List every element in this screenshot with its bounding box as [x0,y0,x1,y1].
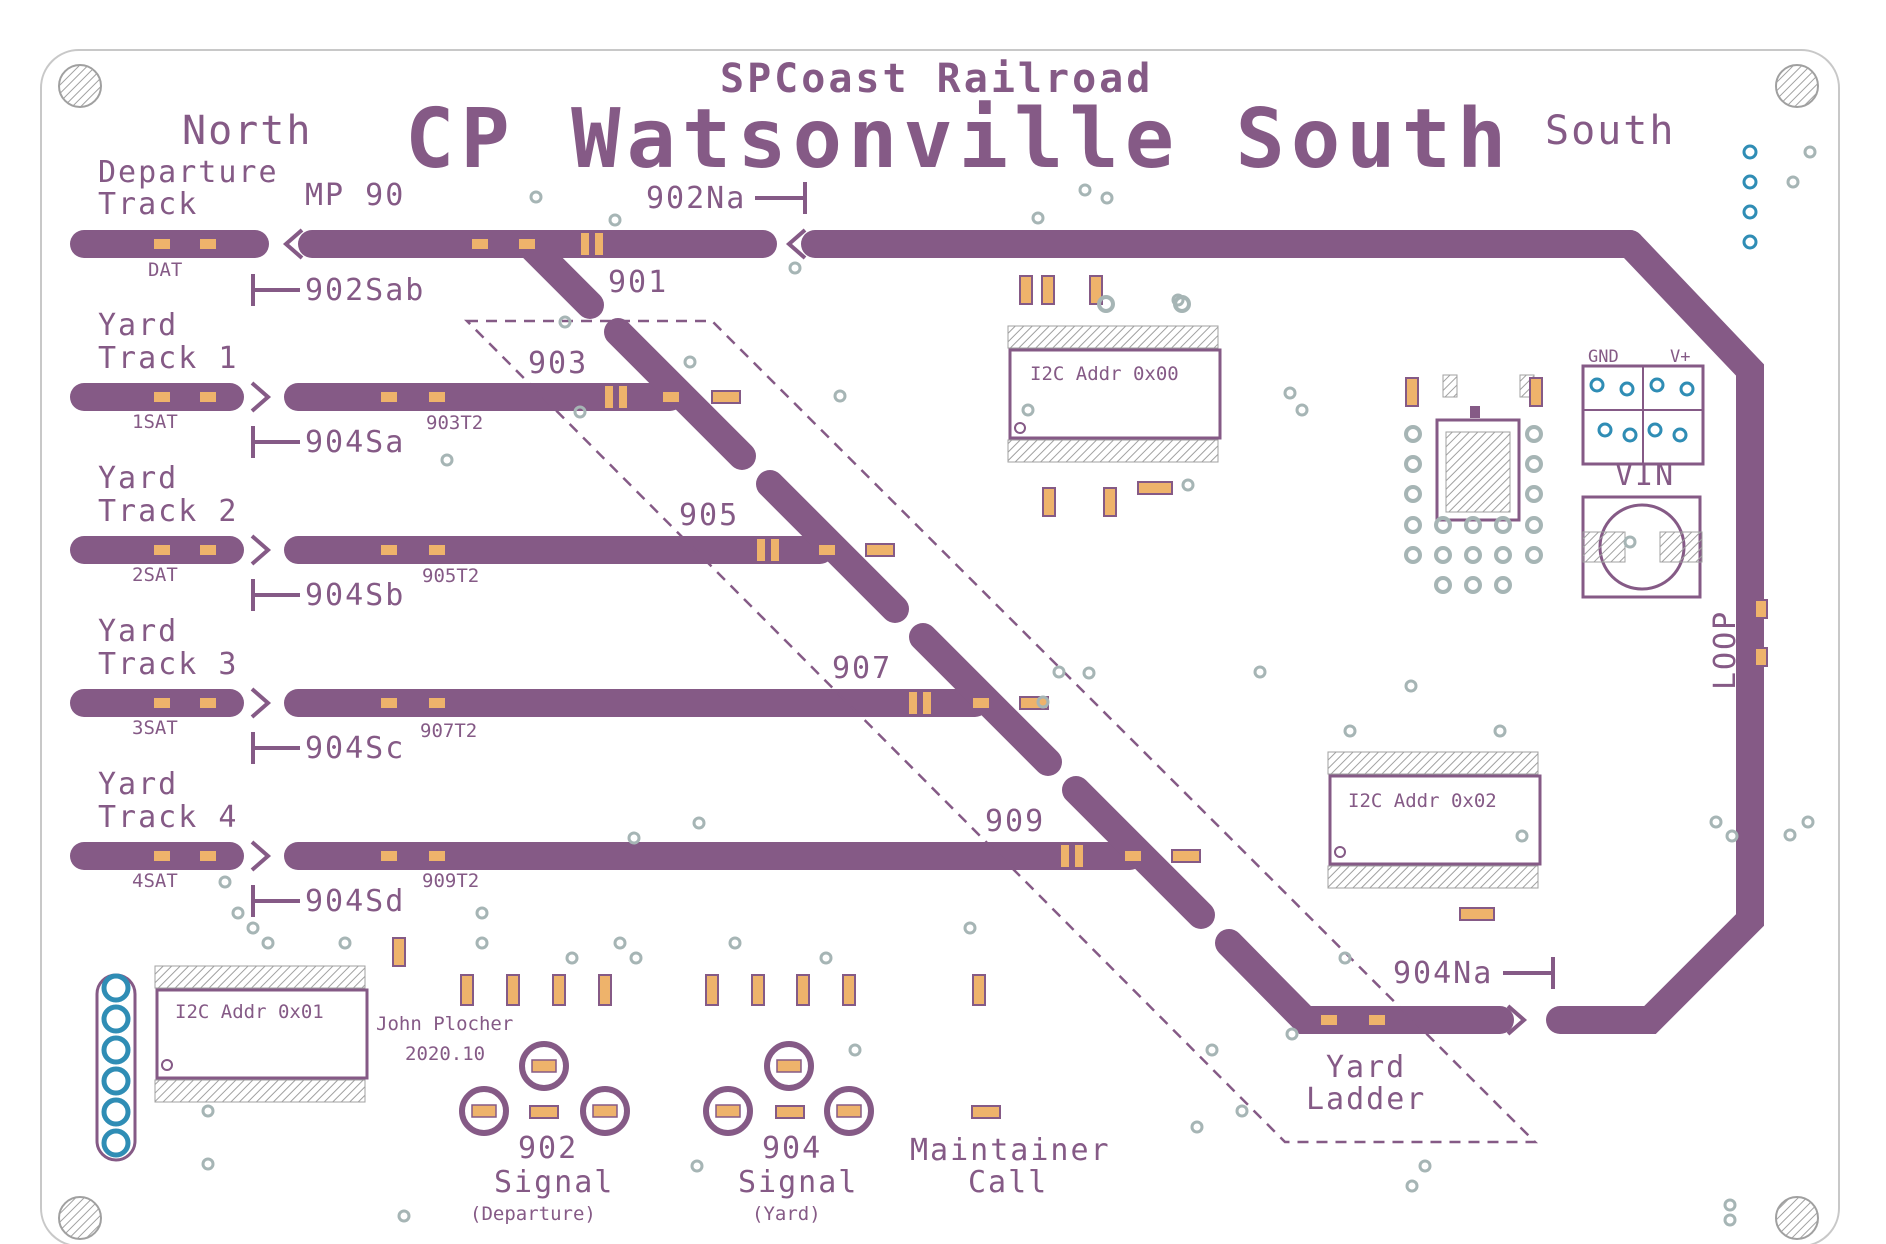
signal-902-number: 902 [518,1131,578,1166]
regulator [1435,374,1535,522]
mount-hole-icon [1775,1196,1819,1240]
vplus-label: V+ [1670,347,1690,367]
author-credit: John Plocher [376,1013,513,1035]
turnout-905t2: 905T2 [422,565,479,587]
chip-0x01-label: I2C Addr 0x01 [175,1001,324,1023]
date-credit: 2020.10 [405,1043,485,1065]
yard1-label-1: Yard [98,308,178,343]
mount-hole-icon [1775,64,1819,108]
turnout-909t2: 909T2 [422,870,479,892]
yard4-label-1: Yard [98,767,178,802]
yard-ladder-label-1: Yard [1326,1050,1406,1085]
yard-ladder-label-2: Ladder [1306,1082,1426,1117]
turnout-907t2: 907T2 [420,720,477,742]
arrow-right-icon [250,687,272,719]
turnout-903t2: 903T2 [426,412,483,434]
signal-904-number: 904 [762,1131,822,1166]
chip-0x02: I2C Addr 0x02 [1327,751,1542,889]
sensor-2sat: 2SAT [132,564,178,586]
departure-track-label-2: Track [98,187,198,222]
south-label: South [1545,108,1675,154]
signal-904sc: 904Sc [305,731,405,766]
turnout-909: 909 [985,804,1045,839]
departure-track-label-1: Departure [98,155,279,190]
mp-label: MP 90 [305,178,405,213]
yard-ladder-outline [463,319,1539,1144]
signal-led-pads [471,1059,862,1118]
railroad-name: SPCoast Railroad [720,56,1153,102]
signal-902sab: 902Sab [305,273,425,308]
arrow-right-icon [250,840,272,872]
yard2-label-2: Track 2 [98,494,238,529]
loop-track [1546,230,1764,1034]
mount-hole-icon [58,64,102,108]
north-label: North [182,108,312,154]
arrow-right-icon [250,534,272,566]
loop-label: LOOP [1708,610,1743,690]
board-title: CP Watsonville South [405,92,1512,187]
vias [201,145,1817,1227]
yard4-label-2: Track 4 [98,800,238,835]
signal-904-word: Signal [738,1165,858,1200]
turnout-901: 901 [608,265,668,300]
turnout-905: 905 [679,498,739,533]
ladder-seg-6 [1215,929,1514,1034]
chip-0x00: I2C Addr 0x00 [1007,325,1222,463]
signal-904-desc: (Yard) [752,1203,821,1225]
maintainer-label-1: Maintainer [910,1133,1111,1168]
turnout-907: 907 [832,651,892,686]
yard1-label-2: Track 1 [98,341,238,376]
yard3-label-1: Yard [98,614,178,649]
connector-header [95,973,137,1162]
sensor-4sat: 4SAT [132,870,178,892]
mount-hole-icon [58,1196,102,1240]
signal-902-desc: (Departure) [470,1203,596,1225]
vin-label: VIN [1615,458,1675,493]
chip-0x01: I2C Addr 0x01 [154,965,369,1103]
arrow-right-icon [1506,1004,1528,1036]
maintainer-label-2: Call [968,1165,1048,1200]
chip-0x00-label: I2C Addr 0x00 [1030,363,1179,385]
signal-904sd: 904Sd [305,884,405,919]
signal-904sa: 904Sa [305,425,405,460]
arrow-left-icon [785,228,807,260]
signal-markers [251,182,1555,989]
direction-arrows [250,228,1528,1036]
yard3-label-2: Track 3 [98,647,238,682]
signal-902na: 902Na [646,181,746,216]
turnout-903: 903 [528,346,588,381]
signal-902-word: Signal [494,1165,614,1200]
power-terminal: GND V+ [1581,347,1705,466]
gnd-label: GND [1588,347,1619,367]
chip-0x02-label: I2C Addr 0x02 [1348,790,1497,812]
signal-904sb: 904Sb [305,578,405,613]
sensor-3sat: 3SAT [132,717,178,739]
smd-pads [152,231,1768,1119]
barrel-jack [1581,495,1703,599]
signal-leds [459,1041,874,1136]
ladder-seg-1 [516,231,604,319]
arrow-left-icon [282,228,304,260]
regulator-vias [1097,295,1543,594]
signal-904na: 904Na [1393,956,1493,991]
sensor-dat: DAT [148,259,182,281]
sensor-1sat: 1SAT [132,411,178,433]
pin-column [1742,144,1758,250]
yard2-label-1: Yard [98,461,178,496]
arrow-right-icon [250,381,272,413]
